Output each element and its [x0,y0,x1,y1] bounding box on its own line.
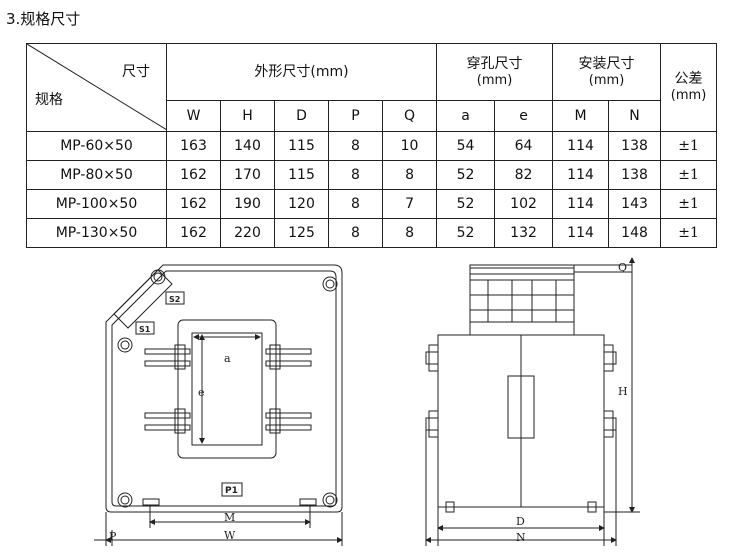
side-view-top-housing [469,264,575,336]
side-view-labels: D N H Q [516,261,628,544]
window-frame [177,319,277,459]
side-view-window [507,375,535,439]
col-header-e: e [494,100,554,132]
value-cell: 114 [552,160,610,190]
value-cell: 114 [552,218,610,248]
window-hole [191,332,263,446]
value-cell: 138 [608,160,662,190]
corner-diagonal-line [27,44,167,130]
value-cell: 8 [328,218,383,248]
model-cell: MP-130×50 [26,218,167,248]
model-cell: MP-60×50 [26,131,167,161]
col-header-w: W [166,100,221,132]
value-cell: 120 [274,189,329,219]
dim-label-q: Q [618,261,627,274]
hole-dims-header: 穿孔尺寸 (mm) [436,43,554,101]
table-row: MP-80×50 162 170 115 8 8 52 82 114 138 ±… [26,160,718,190]
value-cell: 8 [328,189,383,219]
model-cell: MP-100×50 [26,189,167,219]
terminal-p1-text: P1 [225,486,238,496]
dim-label-e: e [198,386,205,399]
spec-table: 尺寸 规格 外形尺寸(mm) 穿孔尺寸 (mm) 安装尺寸 (mm) 公差 (m… [26,43,718,248]
front-view-outline [105,264,343,513]
corner-header-cell: 尺寸 规格 [26,43,167,132]
value-cell: 115 [274,160,329,190]
tolerance-header: 公差 (mm) [660,43,718,132]
value-cell: 143 [608,189,662,219]
value-cell: 220 [220,218,275,248]
col-header-n: N [608,100,662,132]
table-row: MP-130×50 162 220 125 8 8 52 132 114 148… [26,218,718,248]
value-cell: 52 [436,218,496,248]
value-cell: 140 [220,131,275,161]
dim-label-a: a [224,352,231,365]
section-title: 3.规格尺寸 [6,10,81,28]
value-cell: 163 [166,131,221,161]
value-cell: 52 [436,160,496,190]
front-view-inner-outline [111,270,337,507]
terminal-s2-text: S2 [169,295,180,304]
front-view [94,264,343,546]
side-view [425,257,640,546]
dim-label-m: M [224,511,235,524]
value-cell: 162 [166,189,221,219]
corner-size-label: 尺寸 [122,64,150,80]
col-header-m: M [552,100,610,132]
hole-dims-title: 穿孔尺寸 [466,55,523,72]
value-cell: 7 [381,189,438,219]
dim-label-h: H [618,385,628,398]
terminal-block [113,269,173,329]
col-header-p: P [328,100,383,132]
model-cell: MP-80×50 [26,160,167,190]
value-cell: 114 [552,189,610,219]
value-cell: 82 [494,160,554,190]
terminal-label-p1 [221,482,243,497]
value-cell: 162 [166,160,221,190]
value-cell: 125 [274,218,329,248]
value-cell: 162 [166,218,221,248]
mount-dims-unit: (mm) [588,72,625,88]
tolerance-title: 公差 [674,71,703,88]
dim-label-p: P [109,530,117,543]
value-cell: 64 [494,131,554,161]
dim-label-d: D [516,515,525,528]
dim-label-w: W [224,529,236,542]
value-cell: 8 [381,160,438,190]
terminal-s1-text: S1 [139,325,151,334]
terminal-label-s1 [135,321,155,335]
hole-dims-unit: (mm) [476,72,513,88]
tolerance-unit: (mm) [670,88,707,104]
tolerance-cell: ±1 [660,218,718,248]
value-cell: 148 [608,218,662,248]
front-view-labels: a e M W P P1 S1 S2 [109,295,238,543]
corner-spec-label: 规格 [35,92,63,108]
tolerance-cell: ±1 [660,160,718,190]
value-cell: 138 [608,131,662,161]
value-cell: 8 [381,218,438,248]
table-row: MP-100×50 162 190 120 8 7 52 102 114 143… [26,189,718,219]
terminal-label-s2 [165,291,185,305]
value-cell: 132 [494,218,554,248]
dim-label-n: N [516,531,526,544]
mount-dims-title: 安装尺寸 [578,55,635,72]
